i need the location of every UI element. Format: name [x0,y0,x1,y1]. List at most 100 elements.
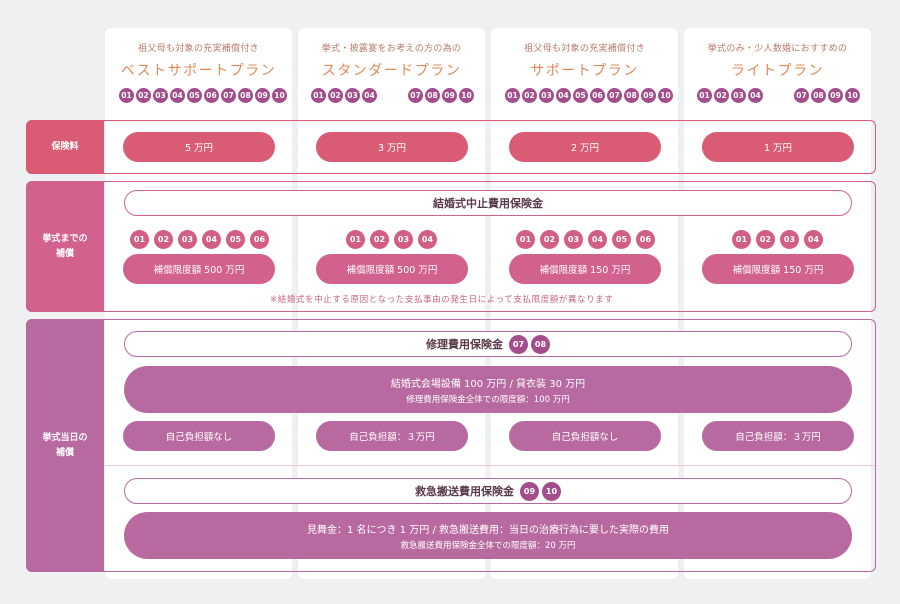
coverage-badge: 08 [624,88,639,103]
coverage-badge: 05 [187,88,202,103]
plan-badges-4: 01 02 03 04 [697,88,763,103]
coverage-badge: 05 [612,230,631,249]
coverage-badge: 02 [136,88,151,103]
premium-pill-4: 1 万円 [702,132,854,162]
coverage-badge: 02 [154,230,173,249]
plan-badges-1: 01 02 03 04 05 06 07 08 09 10 [119,88,287,103]
wedding-day-label: 挙式当日の 補償 [26,319,104,572]
plan-badges-2b: 07 08 09 10 [408,88,474,103]
section-divider [105,465,875,466]
before-wedding-label-line2: 補償 [55,248,74,259]
coverage-badge: 03 [780,230,799,249]
coverage-badge: 07 [607,88,622,103]
coverage-badge: 01 [732,230,751,249]
cancellation-insurance-label: 結婚式中止費用保険金 [433,197,543,210]
coverage-badge: 06 [636,230,655,249]
coverage-badge: 07 [408,88,423,103]
coverage-badge: 04 [748,88,763,103]
coverage-badge: 07 [794,88,809,103]
plan-subtitle: 挙式のみ・少人数婚におすすめの [707,44,848,54]
coverage-badge: 01 [516,230,535,249]
coverage-badge: 04 [418,230,437,249]
coverage-badge: 09 [641,88,656,103]
plan-badges-2: 01 02 03 04 [311,88,377,103]
coverage-badge: 03 [178,230,197,249]
coverage-badge: 10 [459,88,474,103]
plan-name: スタンダードプラン [321,63,462,79]
plan-header-1: 祖父母も対象の充実補償付き ベストサポートプラン [105,28,292,113]
rescue-insurance-label: 救急搬送費用保険金 [415,485,514,498]
deductible-1: 自己負担額なし [123,421,275,451]
deductible-3: 自己負担額なし [509,421,661,451]
before-wedding-label-line1: 挙式までの [42,234,88,245]
coverage-badge: 04 [588,230,607,249]
rescue-insurance-title: 救急搬送費用保険金 09 10 [124,478,852,504]
coverage-badge: 09 [442,88,457,103]
coverage-badge: 01 [346,230,365,249]
coverage-badge: 02 [370,230,389,249]
plan-subtitle: 挙式・披露宴をお考えの方の為の [321,44,462,54]
coverage-badge: 05 [573,88,588,103]
coverage-badge: 03 [153,88,168,103]
premium-pill-1: 5 万円 [123,132,275,162]
coverage-badge: 04 [804,230,823,249]
coverage-badge: 02 [522,88,537,103]
plan-name: サポートプラン [530,63,639,79]
repair-line-1: 結婚式会場設備 100 万円 / 貸衣装 30 万円 [390,378,586,390]
repair-insurance-title: 修理費用保険金 07 08 [124,331,852,357]
coverage-badge: 05 [226,230,245,249]
premium-label: 保険料 [26,120,104,174]
cancellation-note: ※結婚式を中止する原因となった支払事由の発生日によって支払限度額が異なります [270,295,614,305]
rescue-line-1: 見舞金：1 名につき 1 万円 / 救急搬送費用：当日の治療行為に要した実際の費… [307,524,669,536]
coverage-badge: 03 [345,88,360,103]
coverage-badge: 09 [828,88,843,103]
cancellation-limit-3: 補償限度額 150 万円 [509,254,661,284]
plan-name: ベストサポートプラン [120,63,277,79]
coverage-badge: 01 [697,88,712,103]
coverage-badge: 04 [362,88,377,103]
coverage-badge: 06 [250,230,269,249]
cancellation-badges-1: 01 02 03 04 05 06 [130,230,269,249]
coverage-badge: 01 [505,88,520,103]
coverage-badge: 02 [756,230,775,249]
coverage-badge: 02 [328,88,343,103]
plan-subtitle: 祖父母も対象の充実補償付き [138,44,259,54]
plan-name: ライトプラン [731,63,824,79]
coverage-badge: 02 [540,230,559,249]
deductible-4: 自己負担額：３万円 [702,421,854,451]
coverage-badge: 01 [119,88,134,103]
coverage-badge: 03 [539,88,554,103]
cancellation-badges-4: 01 02 03 04 [732,230,823,249]
rescue-coverage-detail: 見舞金：1 名につき 1 万円 / 救急搬送費用：当日の治療行為に要した実際の費… [124,512,852,559]
coverage-badge: 06 [590,88,605,103]
cancellation-limit-4: 補償限度額 150 万円 [702,254,854,284]
repair-coverage-detail: 結婚式会場設備 100 万円 / 貸衣装 30 万円 修理費用保険金全体での限度… [124,366,852,413]
coverage-badge: 10 [542,481,561,501]
coverage-badge: 06 [204,88,219,103]
premium-label-text: 保険料 [51,141,79,152]
coverage-badge: 03 [731,88,746,103]
coverage-badge: 04 [202,230,221,249]
coverage-badge: 02 [714,88,729,103]
coverage-badge: 03 [394,230,413,249]
coverage-badge: 07 [509,334,528,354]
coverage-badge: 03 [564,230,583,249]
coverage-badge: 09 [255,88,270,103]
plan-header-3: 祖父母も対象の充実補償付き サポートプラン [491,28,678,113]
coverage-badge: 07 [221,88,236,103]
before-wedding-label: 挙式までの 補償 [26,181,104,312]
coverage-badge: 10 [658,88,673,103]
cancellation-limit-2: 補償限度額 500 万円 [316,254,468,284]
coverage-badge: 10 [845,88,860,103]
rescue-line-2: 救急搬送費用保険金全体での限度額：20 万円 [400,540,576,551]
cancellation-badges-3: 01 02 03 04 05 06 [516,230,655,249]
plan-badges-4b: 07 08 09 10 [794,88,860,103]
coverage-badge: 04 [170,88,185,103]
wedding-day-label-line2: 補償 [55,447,74,458]
coverage-badge: 08 [811,88,826,103]
deductible-2: 自己負担額：３万円 [316,421,468,451]
premium-pill-3: 2 万円 [509,132,661,162]
repair-insurance-label: 修理費用保険金 [426,338,503,351]
premium-pill-2: 3 万円 [316,132,468,162]
cancellation-insurance-title: 結婚式中止費用保険金 [124,190,852,216]
